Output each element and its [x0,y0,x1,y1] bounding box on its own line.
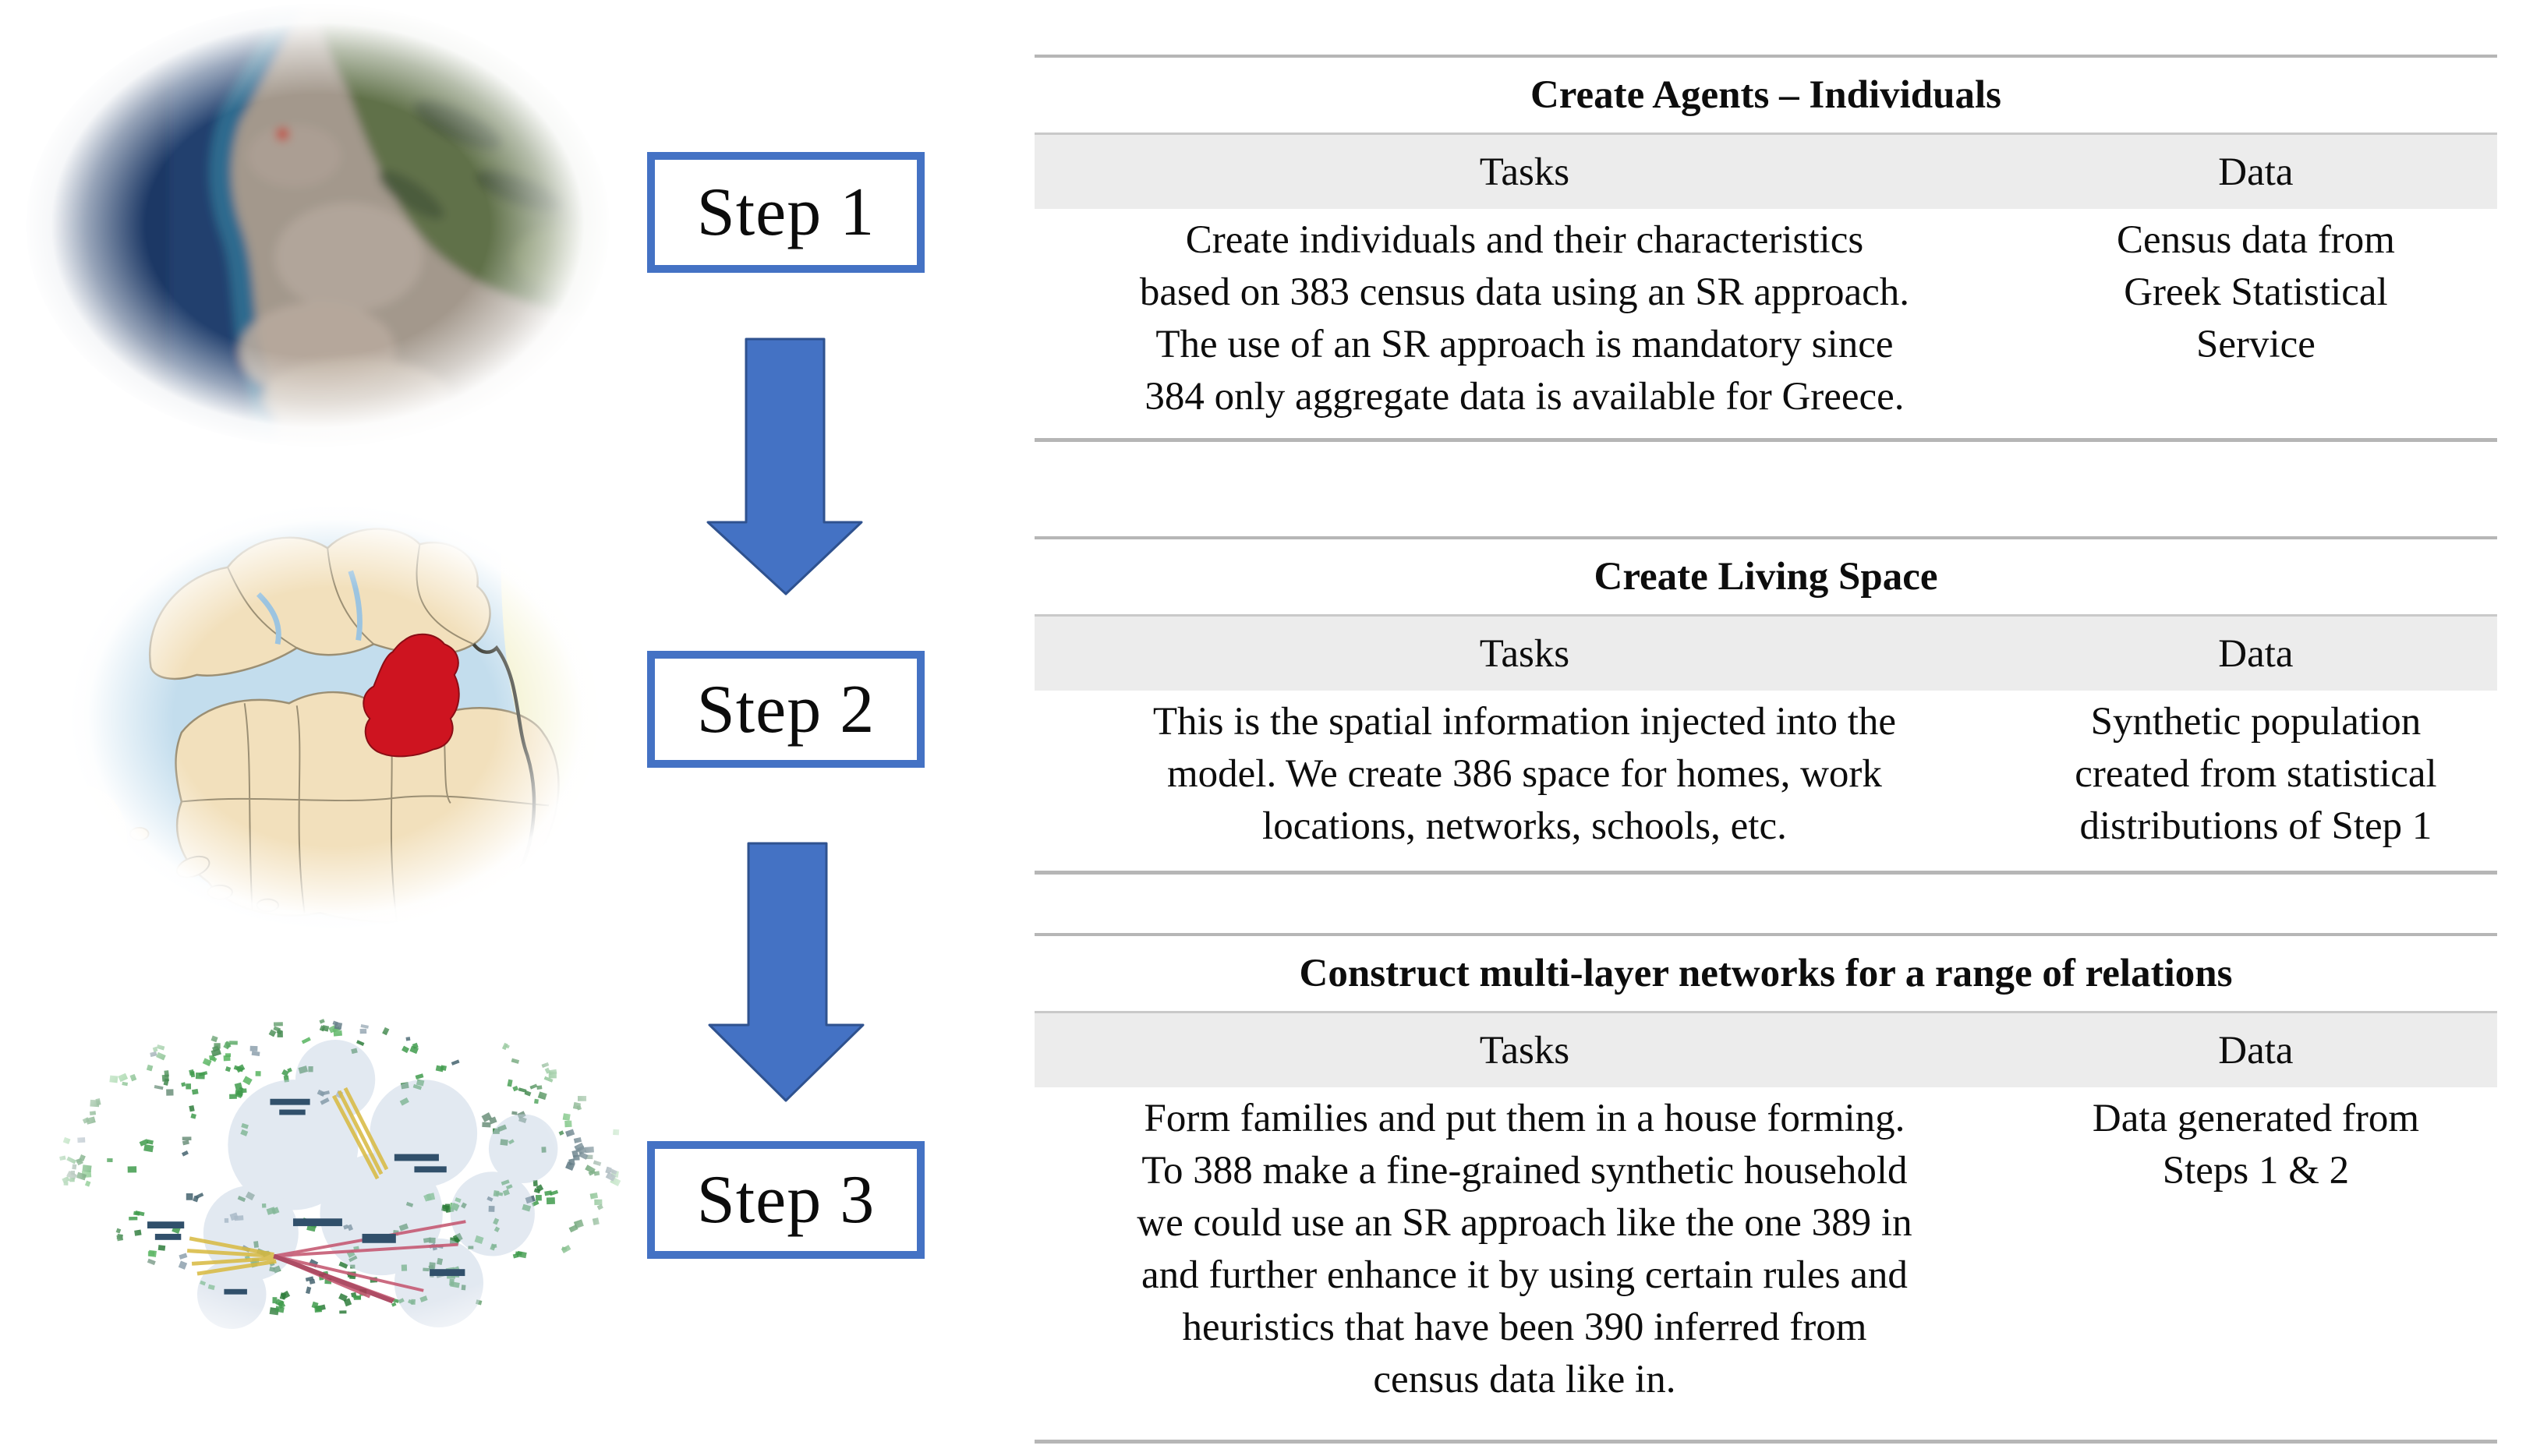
table-bottom-border [1035,1440,2497,1444]
table-create-living-space: Create Living Space Tasks Data This is t… [1035,536,2497,875]
tasks-cell: This is the spatial information injected… [1152,700,1897,848]
table-body-row: Form families and put them in a house fo… [1035,1087,2497,1406]
tasks-column-header: Tasks [1479,631,1570,676]
data-column-header: Data [2218,1028,2294,1073]
data-cell: Synthetic population created from statis… [2075,700,2437,848]
down-arrow-icon [706,337,863,595]
vignette-overlay [40,991,639,1375]
tasks-cell: Create individuals and their characteris… [1139,218,1910,419]
tasks-column-header: Tasks [1479,150,1570,194]
vignette-overlay [21,0,614,451]
table-title: Create Agents – Individuals [1035,58,2497,135]
region-map-image [66,502,604,932]
step-3-label: Step 3 [696,1162,876,1238]
table-header-row: Tasks Data [1035,617,2497,691]
table-construct-networks: Construct multi-layer networks for a ran… [1035,933,2497,1444]
table-header-row: Tasks Data [1035,135,2497,209]
multilayer-network-graph-image [40,991,639,1375]
table-create-agents: Create Agents – Individuals Tasks Data C… [1035,55,2497,442]
table-header-row: Tasks Data [1035,1013,2497,1087]
step-2-box: Step 2 [647,651,925,768]
data-cell: Census data from Greek Statistical Servi… [2116,218,2395,366]
tasks-column-header: Tasks [1479,1028,1570,1073]
step-1-label: Step 1 [696,175,876,250]
table-bottom-border [1035,438,2497,442]
satellite-coastal-city-image [21,0,614,451]
table-body-row: Create individuals and their characteris… [1035,209,2497,423]
data-cell: Data generated from Steps 1 & 2 [2092,1097,2419,1193]
data-column-header: Data [2218,631,2294,676]
step-1-box: Step 1 [647,152,925,273]
table-bottom-border [1035,871,2497,875]
table-title: Construct multi-layer networks for a ran… [1035,936,2497,1013]
tasks-cell: Form families and put them in a house fo… [1137,1097,1912,1401]
step-3-box: Step 3 [647,1141,925,1259]
down-arrow-icon [708,842,865,1102]
table-body-row: This is the spatial information injected… [1035,691,2497,853]
data-column-header: Data [2218,150,2294,194]
step-2-label: Step 2 [696,671,876,747]
vignette-overlay [66,502,604,932]
table-title: Create Living Space [1035,539,2497,617]
